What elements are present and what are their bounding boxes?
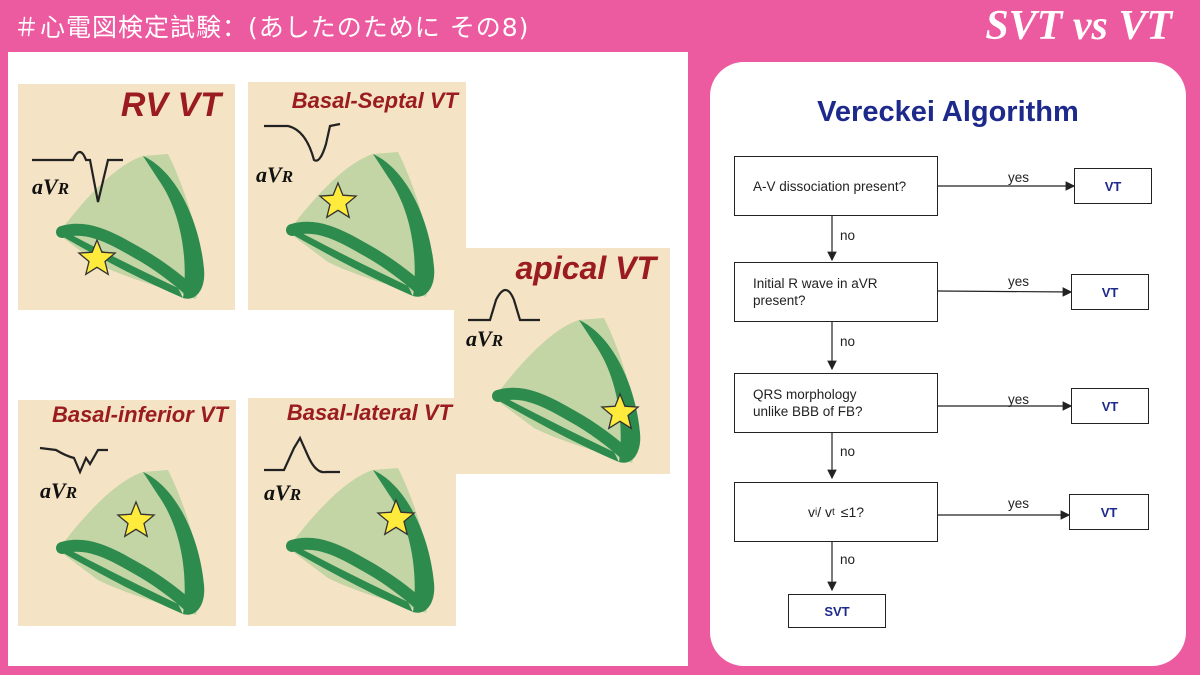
no-label: no (840, 228, 856, 243)
tile-basal-lateral-vt: Basal-lateral VT aVR (248, 398, 456, 626)
tile-label: Basal-Septal VT (291, 88, 458, 113)
no-label: no (840, 334, 856, 349)
lead-label: aVR (256, 162, 294, 187)
ecg-waveform (264, 122, 341, 162)
lead-label: aVR (40, 478, 78, 503)
tile-label: Basal-inferior VT (51, 402, 228, 427)
ecg-waveform (32, 150, 123, 203)
slide-title: SVT vs VT (985, 3, 1172, 49)
result-box-vt: VT (1071, 274, 1149, 310)
tile-basal-septal-vt: Basal-Septal VT aVR (248, 82, 466, 310)
yes-label: yes (1008, 392, 1030, 407)
ecg-waveform (264, 435, 340, 474)
lead-label: aVR (466, 326, 504, 351)
flowchart-connectors (827, 181, 1076, 592)
tile-basal-inferior-vt: Basal-inferior VT aVR (18, 400, 236, 626)
tile-apical-vt: apical VT aVR (454, 248, 670, 474)
ecg-waveform (468, 288, 540, 322)
question-box-av-dissociation: A-V dissociation present? (734, 156, 938, 216)
ecg-waveform (39, 446, 108, 475)
hashtag-title: ＃心電図検定試験：(あしたのために その8) (14, 13, 530, 42)
result-box-svt: SVT (788, 594, 886, 628)
tile-label: RV VT (120, 86, 221, 124)
question-box-initial-r-wave: Initial R wave in aVR present? (734, 262, 938, 322)
tile-label: Basal-lateral VT (286, 400, 452, 425)
heart-illustration (264, 122, 435, 297)
result-box-vt: VT (1071, 388, 1149, 424)
yes-arrow (937, 287, 1073, 297)
question-box-qrs-morphology: QRS morphology unlike BBB of FB? (734, 373, 938, 433)
yes-label: yes (1008, 170, 1030, 185)
result-box-vt: VT (1069, 494, 1149, 530)
heart-illustration (39, 446, 205, 615)
tile-rv-vt: RV VT aVR (18, 84, 235, 310)
no-label: no (840, 552, 856, 567)
lead-label: aVR (264, 480, 302, 505)
no-label: no (840, 444, 856, 459)
ecg-origin-panel: RV VT aVR Basal-Septal VT aVR apical VT (8, 52, 688, 666)
lead-label: aVR (32, 174, 70, 199)
algorithm-panel: Vereckei Algorithm A-V dissociation pres… (710, 62, 1186, 666)
algorithm-title: Vereckei Algorithm (817, 96, 1079, 128)
result-box-vt: VT (1074, 168, 1152, 204)
heart-illustration (264, 435, 435, 613)
yes-label: yes (1008, 496, 1030, 511)
yes-label: yes (1008, 274, 1030, 289)
tile-label: apical VT (515, 250, 657, 286)
